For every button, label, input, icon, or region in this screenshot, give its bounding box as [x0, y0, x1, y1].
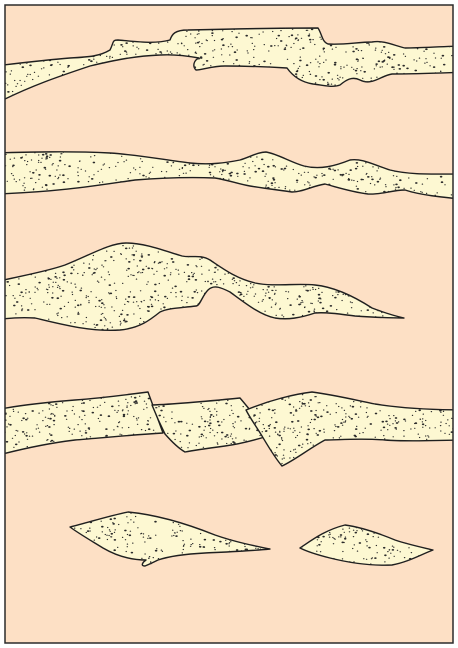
- sandstone-lenses-diagram: [0, 0, 458, 648]
- diagram-canvas: [0, 0, 458, 648]
